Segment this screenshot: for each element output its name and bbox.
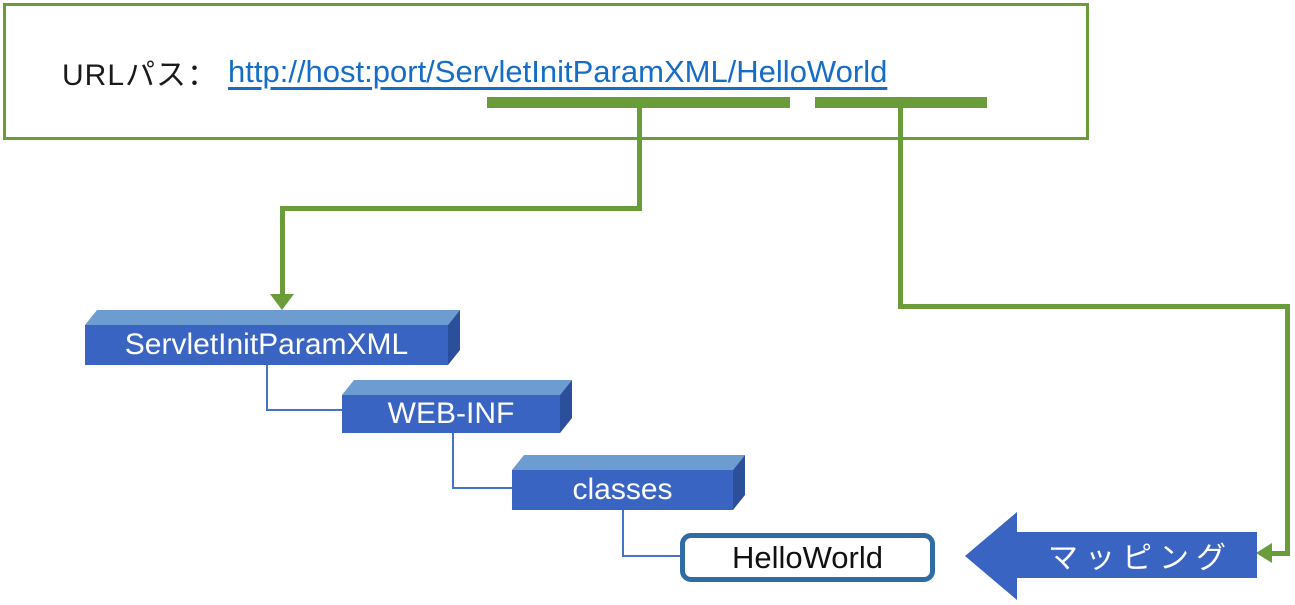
- folder-box-top-face: [512, 455, 745, 470]
- url-path-box: URLパス： http://host:port/ServletInitParam…: [3, 3, 1089, 140]
- tree-connector: [266, 409, 342, 411]
- url-path-label: URLパス：: [62, 58, 219, 92]
- context-connector-horizontal: [280, 206, 642, 211]
- tree-connector: [266, 365, 268, 411]
- folder-label: classes: [512, 470, 733, 510]
- mapping-connector-vertical: [898, 108, 903, 309]
- tree-connector: [622, 510, 624, 557]
- tree-connector: [622, 555, 680, 557]
- tree-connector: [452, 487, 512, 489]
- context-connector-vertical: [637, 108, 642, 211]
- folder-box-side-face: [733, 455, 745, 510]
- mapping-connector-drop: [1285, 304, 1290, 556]
- folder-label: WEB-INF: [342, 395, 560, 433]
- folder-box-side-face: [560, 380, 572, 433]
- folder-box-servletinitparamxml: ServletInitParamXML: [85, 310, 460, 365]
- context-connector-drop: [280, 206, 285, 294]
- mapping-arrow: マッピング: [965, 512, 1257, 600]
- left-arrow-icon: [1256, 543, 1272, 563]
- servlet-class-box: HelloWorld: [680, 533, 935, 582]
- mapping-label: マッピング: [1048, 542, 1233, 575]
- servlet-context-underline: [487, 97, 790, 108]
- down-arrow-icon: [270, 294, 294, 310]
- folder-box-web-inf: WEB-INF: [342, 380, 572, 433]
- folder-box-top-face: [85, 310, 460, 325]
- folder-box-classes: classes: [512, 455, 745, 510]
- mapping-connector-horizontal: [898, 304, 1290, 309]
- folder-box-side-face: [448, 310, 460, 365]
- url-hyperlink[interactable]: http://host:port/ServletInitParamXML/Hel…: [228, 53, 888, 89]
- folder-box-top-face: [342, 380, 572, 395]
- helloworld-segment-underline: [815, 97, 987, 108]
- mapping-connector-stub: [1272, 551, 1290, 556]
- tree-connector: [452, 433, 454, 489]
- folder-label: ServletInitParamXML: [85, 325, 448, 365]
